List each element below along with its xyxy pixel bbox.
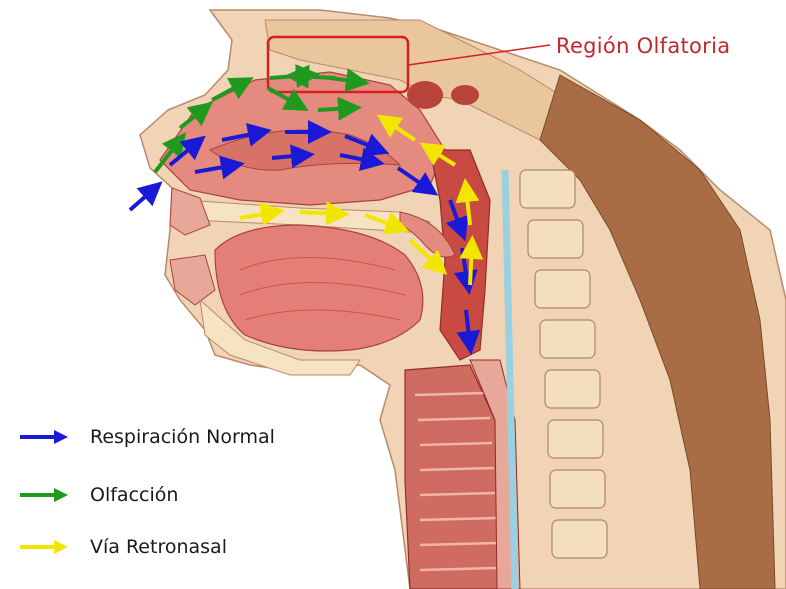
blue-arrow-icon — [18, 427, 70, 447]
legend-label: Respiración Normal — [90, 426, 275, 448]
legend-item-respiration: Respiración Normal — [18, 420, 275, 454]
olfactory-region-label: Región Olfatoria — [556, 34, 730, 58]
retronasal-arrow — [470, 245, 472, 285]
sinus-right — [451, 85, 479, 105]
green-arrow-icon — [18, 485, 70, 505]
legend-label: Vía Retronasal — [90, 536, 227, 558]
respiration-arrow — [130, 188, 155, 210]
legend-item-retronasal: Vía Retronasal — [18, 530, 227, 564]
yellow-arrow-icon — [18, 537, 70, 557]
sinus-left — [407, 81, 443, 109]
retronasal-arrow — [300, 212, 340, 214]
olfaction-arrow — [295, 76, 335, 78]
olfaction-arrow — [318, 108, 352, 110]
legend-label: Olfacción — [90, 484, 178, 506]
legend-item-olfaction: Olfacción — [18, 478, 178, 512]
